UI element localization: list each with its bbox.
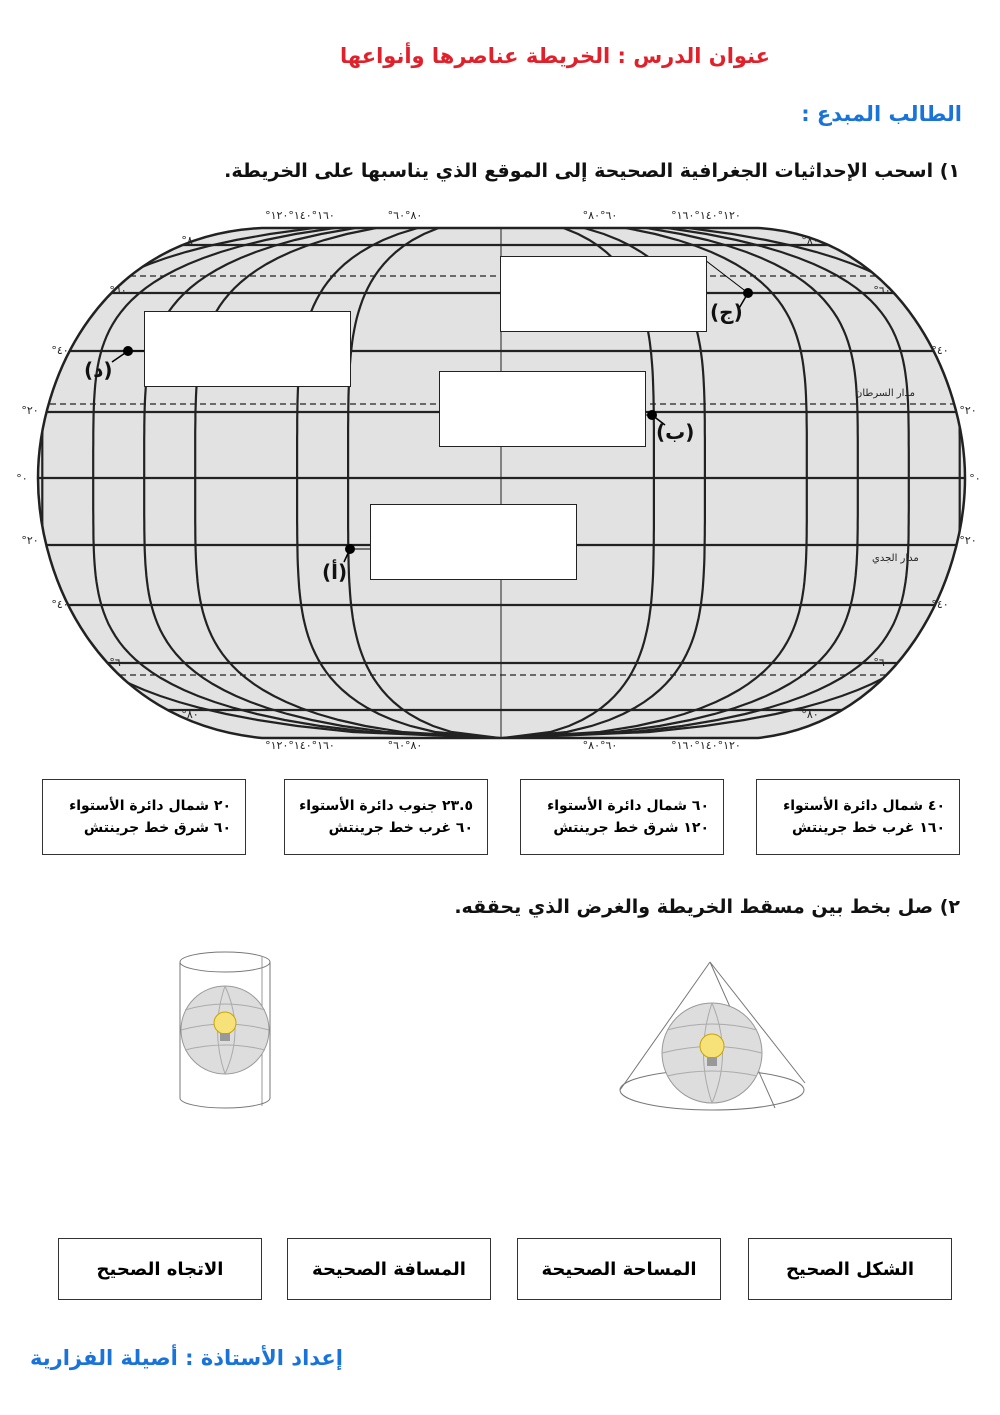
drop-box-b[interactable] bbox=[439, 371, 646, 447]
latitude-label-right: °٤٠ bbox=[931, 344, 948, 357]
coordinate-lat: ٢٠ شمال دائرة الأستواء bbox=[69, 798, 231, 814]
latitude-label-left: °٢٠ bbox=[21, 404, 38, 417]
latitude-label-left: °٨٠ bbox=[181, 708, 198, 721]
latitude-label-right: °٦٠ bbox=[873, 284, 890, 297]
point-label-b: (ب) bbox=[656, 420, 695, 444]
latitude-label-left: °٤٠ bbox=[51, 598, 68, 611]
latitude-label-right: °٢٠ bbox=[959, 404, 976, 417]
coordinate-lon: ٦٠ شرق خط جرينتش bbox=[83, 820, 231, 836]
latitude-label-left: °٨٠ bbox=[181, 234, 198, 247]
purpose-correct-area[interactable]: المساحة الصحيحة bbox=[517, 1238, 721, 1300]
latitude-label-right: °٤٠ bbox=[931, 598, 948, 611]
location-pointer bbox=[343, 548, 351, 563]
latitude-label-right: °٨٠ bbox=[801, 234, 818, 247]
point-label-d: (د) bbox=[84, 358, 113, 382]
conic-projection-image bbox=[619, 961, 806, 1111]
question-2: ٢) صل بخط بين مسقط الخريطة والغرض الذي ي… bbox=[454, 896, 960, 918]
coordinate-card[interactable]: ٢٠ شمال دائرة الأستواء ٦٠ شرق خط جرينتش bbox=[42, 779, 246, 855]
connector-line bbox=[704, 259, 749, 294]
coordinate-lat: ٦٠ شمال دائرة الأستواء bbox=[547, 798, 709, 814]
point-label-c: (ج) bbox=[710, 300, 743, 324]
location-pointer bbox=[737, 292, 749, 311]
coordinate-card[interactable]: ٤٠ شمال دائرة الأستواء ١٦٠ غرب خط جرينتش bbox=[756, 779, 960, 855]
map-outline bbox=[36, 226, 967, 740]
latitude-label-left: °٦٠ bbox=[109, 284, 126, 297]
coordinate-lon: ٦٠ غرب خط جرينتش bbox=[328, 820, 473, 836]
tropic-capricorn-label: مدار الجدي bbox=[872, 553, 919, 564]
latitude-label-right: °٨٠ bbox=[801, 708, 818, 721]
longitude-label: °٦٠°٨٠ bbox=[583, 739, 618, 752]
coordinate-card[interactable]: ٢٣.٥ جنوب دائرة الأستواء ٦٠ غرب خط جرينت… bbox=[284, 779, 488, 855]
purpose-correct-direction[interactable]: الاتجاه الصحيح bbox=[58, 1238, 262, 1300]
coordinate-card[interactable]: ٦٠ شمال دائرة الأستواء ١٢٠ شرق خط جرينتش bbox=[520, 779, 724, 855]
coordinate-lat: ٤٠ شمال دائرة الأستواء bbox=[783, 798, 945, 814]
coordinate-lat: ٢٣.٥ جنوب دائرة الأستواء bbox=[299, 798, 473, 814]
page-title: عنوان الدرس : الخريطة عناصرها وأنواعها bbox=[340, 44, 770, 68]
longitude-label: °١٢٠°١٤٠°١٦٠ bbox=[671, 739, 741, 752]
longitude-label: °١٦٠°١٤٠°١٢٠ bbox=[265, 739, 335, 752]
longitude-label: °٦٠°٨٠ bbox=[583, 209, 618, 222]
meridian-line bbox=[504, 228, 808, 738]
meridian-line bbox=[92, 228, 497, 738]
longitude-label: °١٦٠°١٤٠°١٢٠ bbox=[265, 209, 335, 222]
tropic-cancer-label: مدار السرطان bbox=[855, 388, 916, 399]
meridian-line bbox=[347, 228, 500, 738]
coordinate-lon: ١٢٠ شرق خط جرينتش bbox=[553, 820, 709, 836]
latitude-label-left: °٦٠ bbox=[109, 656, 126, 669]
purpose-correct-distance[interactable]: المسافة الصحيحة bbox=[287, 1238, 491, 1300]
author-credit: إعداد الأستاذة : أصيلة الفزارية bbox=[30, 1346, 343, 1370]
meridian-line bbox=[505, 228, 910, 738]
longitude-label: °٨٠°٦٠ bbox=[388, 209, 423, 222]
latitude-label-left: °٢٠ bbox=[21, 534, 38, 547]
longitude-label: °١٢٠°١٤٠°١٦٠ bbox=[671, 209, 741, 222]
longitude-label: °٨٠°٦٠ bbox=[388, 739, 423, 752]
drop-box-a[interactable] bbox=[370, 504, 577, 580]
drop-box-c[interactable] bbox=[500, 256, 707, 332]
cylindrical-projection-image bbox=[179, 951, 271, 1109]
purpose-correct-shape[interactable]: الشكل الصحيح bbox=[748, 1238, 952, 1300]
student-label: الطالب المبدع : bbox=[801, 102, 962, 126]
latitude-label-right: °٢٠ bbox=[959, 534, 976, 547]
drop-box-d[interactable] bbox=[144, 311, 351, 387]
latitude-label-left: °٤٠ bbox=[51, 344, 68, 357]
meridian-line bbox=[504, 228, 859, 738]
point-label-a: (أ) bbox=[322, 560, 348, 584]
coordinate-lon: ١٦٠ غرب خط جرينتش bbox=[792, 820, 945, 836]
latitude-label-right: °٦٠ bbox=[873, 656, 890, 669]
location-pointer bbox=[651, 414, 666, 426]
question-1: ١) اسحب الإحداثيات الجغرافية الصحيحة إلى… bbox=[224, 160, 960, 182]
world-map: °٨٠°٨٠°٦٠°٦٠°٤٠°٤٠°٢٠°٢٠°٠°٠°٢٠°٢٠°٤٠°٤٠… bbox=[0, 200, 1000, 760]
location-pointer bbox=[111, 350, 129, 363]
latitude-label-left: °٠ bbox=[16, 472, 27, 485]
latitude-label-right: °٠ bbox=[969, 472, 980, 485]
